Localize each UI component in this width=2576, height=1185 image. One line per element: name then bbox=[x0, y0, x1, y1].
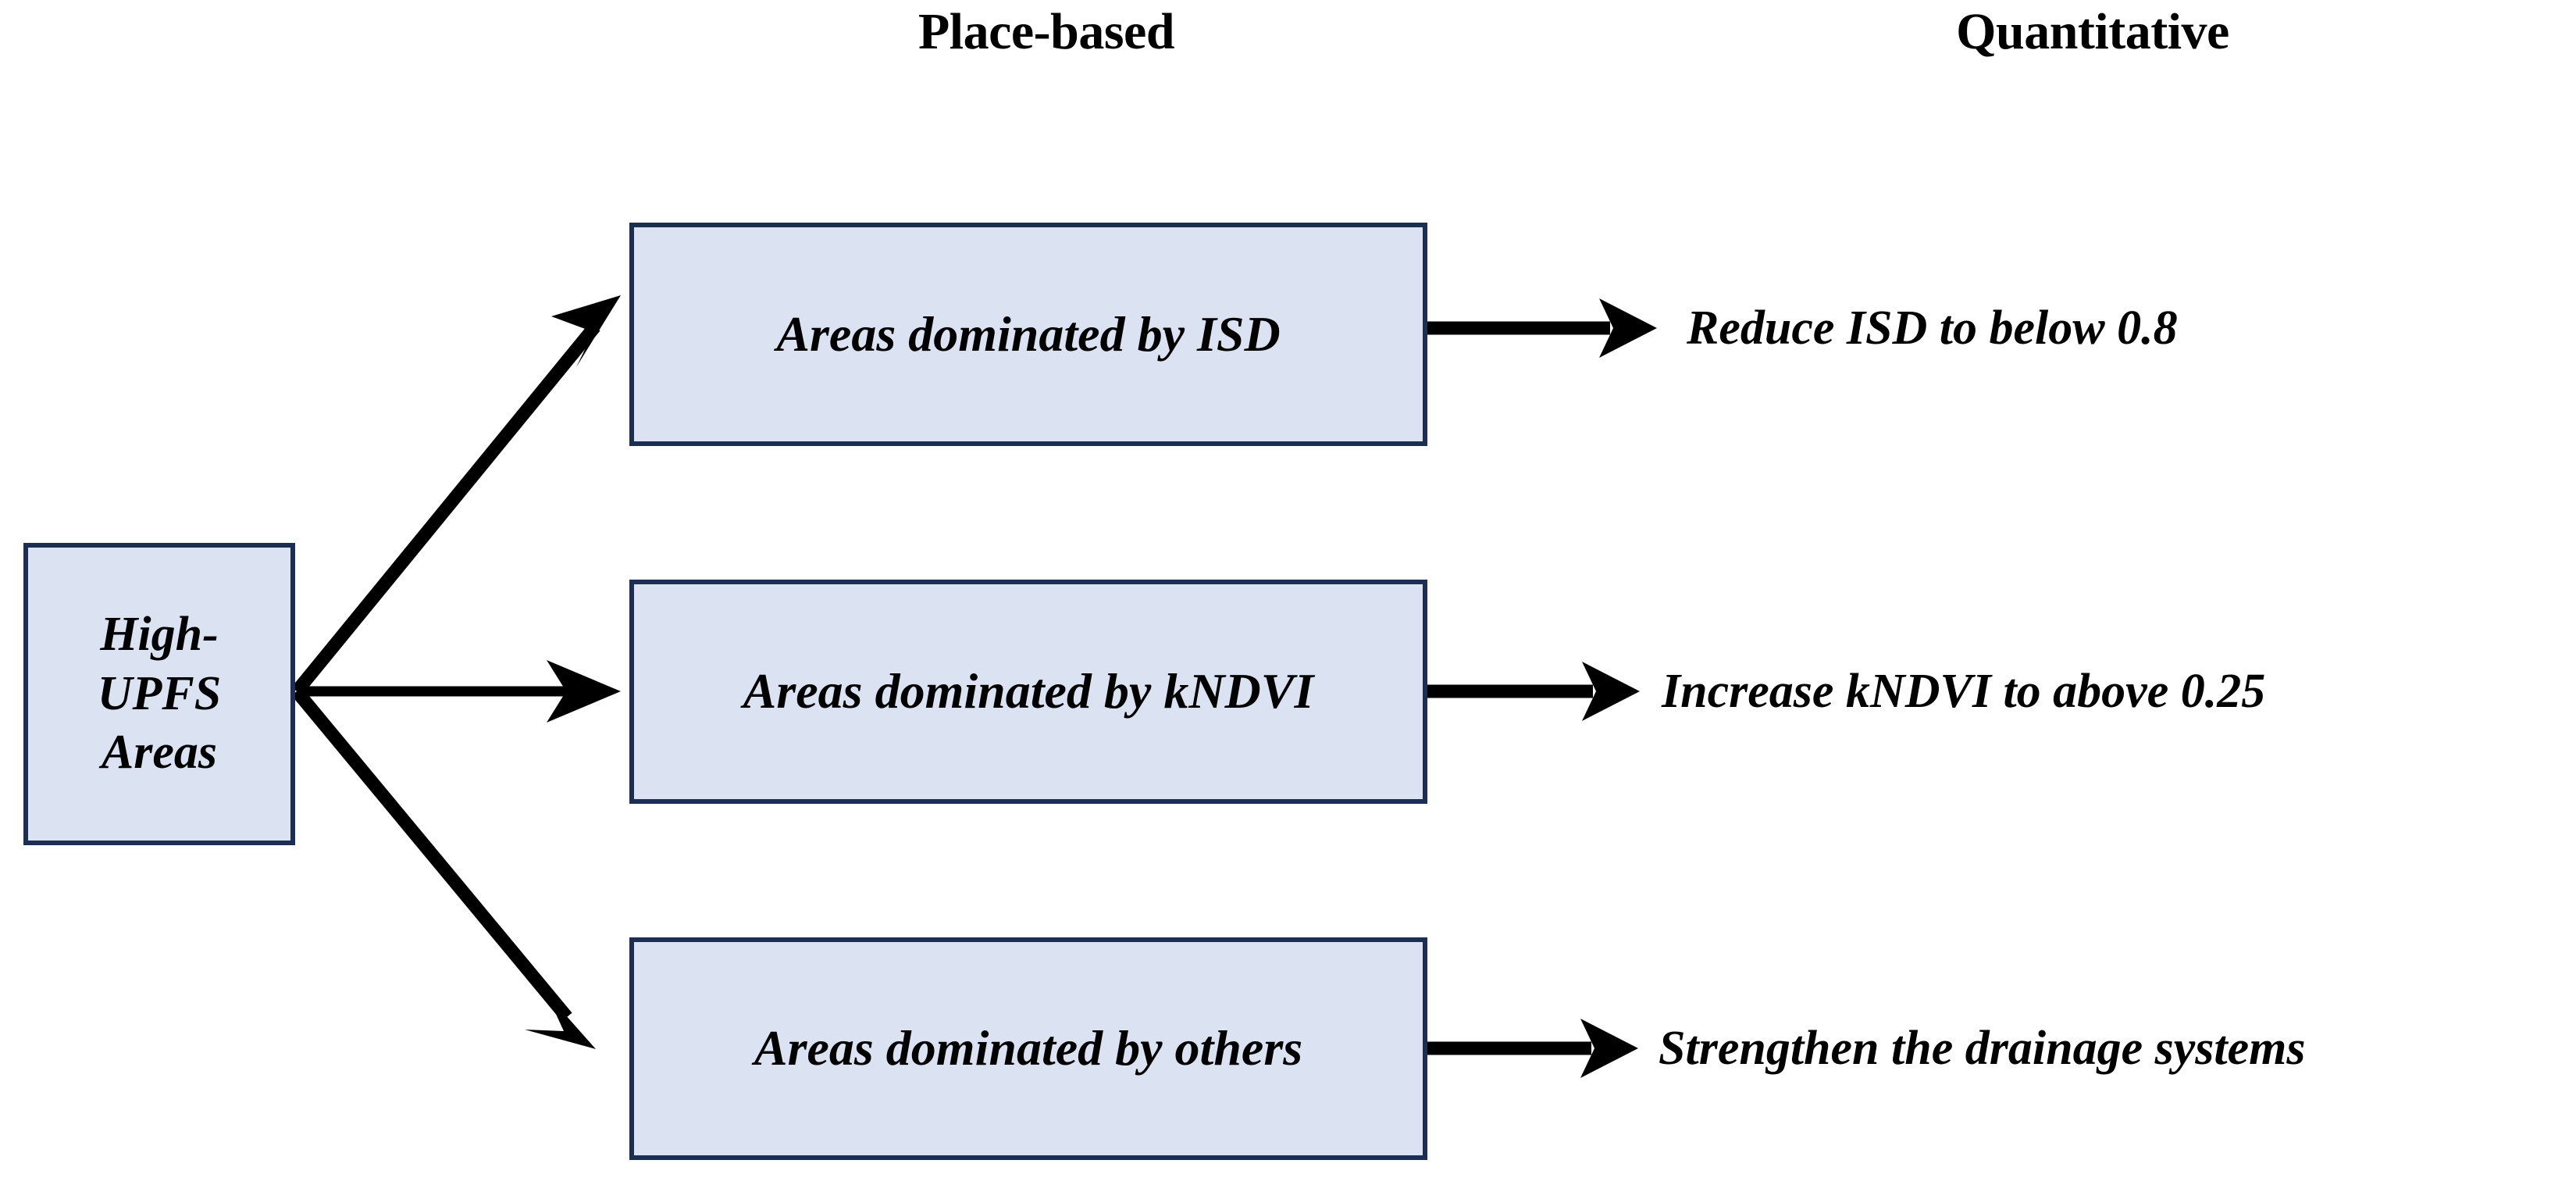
node-label-high-upfs-areas: High-UPFS Areas bbox=[97, 608, 222, 780]
arrow-source-to-kndvi bbox=[297, 660, 621, 723]
column-header-quantitative: Quantitative bbox=[1956, 3, 2229, 60]
arrow-kndvi-to-target bbox=[1427, 662, 1640, 721]
arrow-source-to-others bbox=[291, 687, 596, 1049]
node-high-upfs-areas[interactable]: High-UPFS Areas bbox=[23, 543, 295, 845]
node-areas-dominated-by-others[interactable]: Areas dominated by others bbox=[629, 937, 1427, 1160]
quantitative-target-others: Strengthen the drainage systems bbox=[1659, 1022, 2306, 1075]
arrow-others-to-target bbox=[1427, 1019, 1638, 1078]
node-areas-dominated-by-kndvi[interactable]: Areas dominated by kNDVI bbox=[629, 580, 1427, 804]
quantitative-target-isd: Reduce ISD to below 0.8 bbox=[1687, 302, 2178, 355]
quantitative-target-kndvi: Increase kNDVI to above 0.25 bbox=[1662, 665, 2266, 718]
arrow-source-to-isd bbox=[291, 295, 621, 696]
arrow-isd-to-target bbox=[1427, 298, 1657, 358]
node-label-areas-dominated-by-isd: Areas dominated by ISD bbox=[776, 305, 1281, 362]
node-label-areas-dominated-by-others: Areas dominated by others bbox=[754, 1020, 1303, 1076]
node-label-areas-dominated-by-kndvi: Areas dominated by kNDVI bbox=[743, 663, 1314, 719]
node-areas-dominated-by-isd[interactable]: Areas dominated by ISD bbox=[629, 223, 1427, 446]
column-header-place-based: Place-based bbox=[917, 3, 1175, 60]
